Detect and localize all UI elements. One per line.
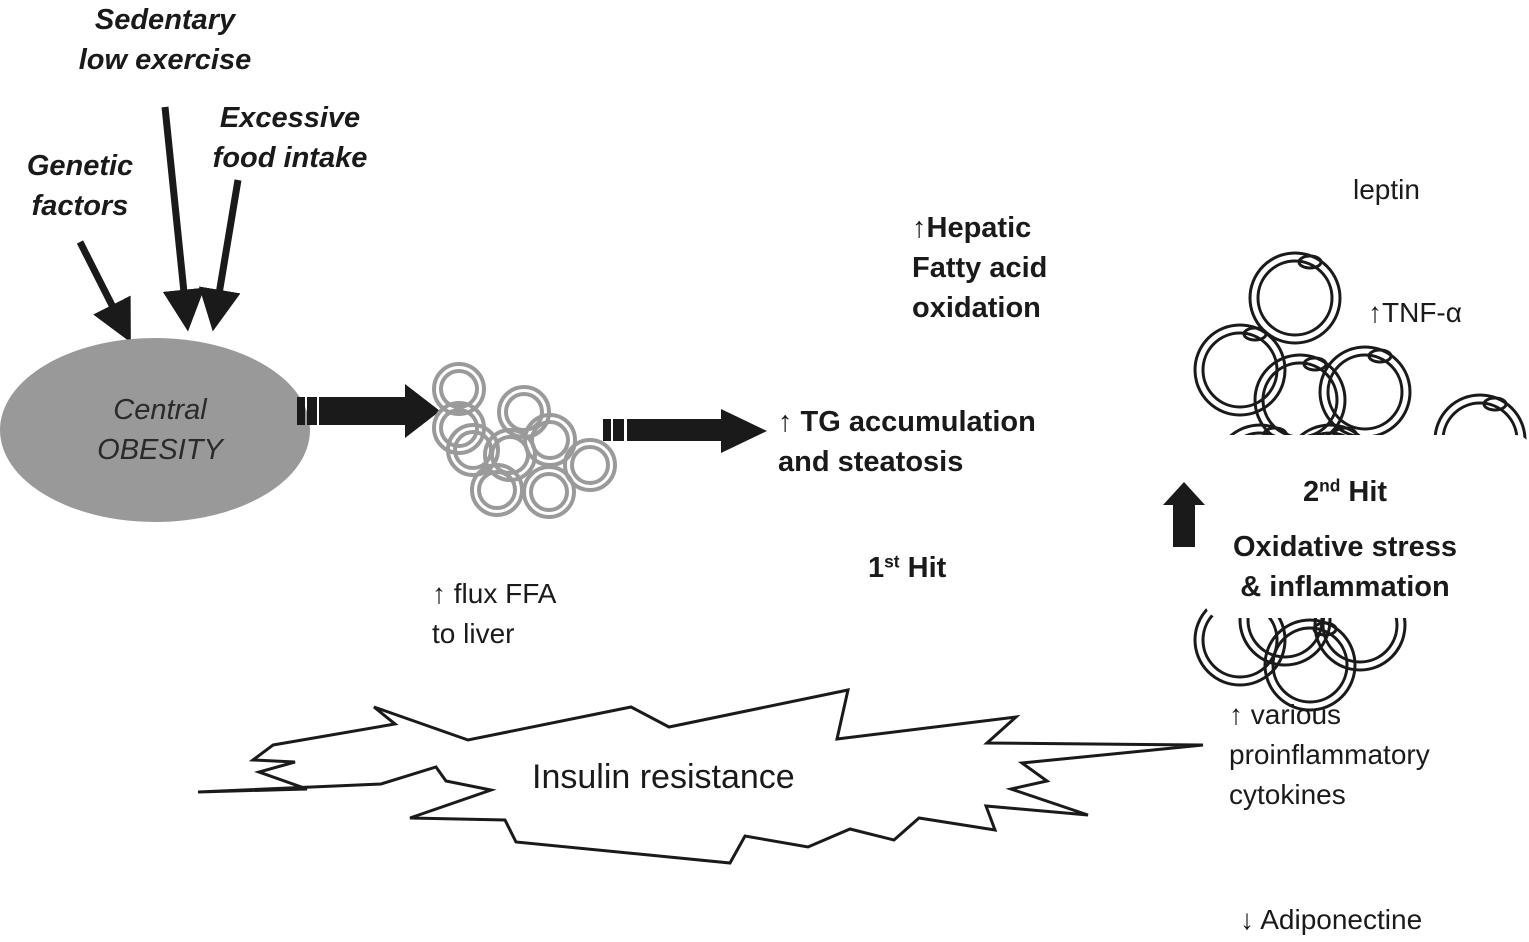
label-hepatic-oxidation: ↑Hepatic Fatty acid oxidation <box>912 212 1048 324</box>
lipid-droplet-cluster-icon <box>432 362 617 519</box>
adipocyte <box>1318 345 1412 439</box>
label-leptin: leptin <box>1353 174 1420 205</box>
label-ffa-flux: ↑ flux FFA to liver <box>432 578 557 649</box>
label-excessive-food: Excessive food intake <box>212 102 368 174</box>
obesity-ellipse <box>0 338 310 522</box>
label-tnf-alpha: ↑TNF-α <box>1368 297 1462 328</box>
insulin-resistance-burst <box>197 688 1204 865</box>
adipocyte <box>1193 323 1287 417</box>
label-proinflammatory-cytokines: ↑ various proinflammatory cytokines <box>1229 699 1430 810</box>
label-tg-accumulation: ↑ TG accumulation and steatosis <box>778 406 1036 478</box>
block-arrow-right-icon <box>297 384 440 438</box>
label-genetic-factors: Genetic factors <box>26 150 134 222</box>
label-insulin-resistance: Insulin resistance <box>532 758 795 796</box>
adipocyte <box>1253 353 1347 447</box>
adipocyte <box>1248 251 1342 345</box>
ffa-cell <box>522 465 576 519</box>
arrow-down-icon <box>76 240 131 343</box>
label-central-obesity: Central OBESITY <box>97 394 223 466</box>
second-hit-title: 2nd Hit <box>1302 475 1388 508</box>
ffa-cell <box>563 438 617 492</box>
label-sedentary: Sedentary low exercise <box>78 4 252 76</box>
block-arrow-up-icon <box>1163 482 1205 547</box>
label-oxidative-stress: Oxidative stress & inflammation <box>1232 531 1458 603</box>
ffa-cell <box>470 463 524 517</box>
label-second-hit: 2nd Hit <box>1205 472 1485 512</box>
label-first-hit: 1st Hit <box>868 551 947 584</box>
block-arrow-right-icon <box>603 409 767 453</box>
arrow-down-icon <box>161 106 205 332</box>
second-hit-panel <box>1205 435 1529 618</box>
ffa-cell <box>432 362 486 416</box>
label-adiponectine: ↓ Adiponectine <box>1240 904 1423 935</box>
arrow-down-icon <box>198 179 242 332</box>
adipocyte <box>1263 618 1357 712</box>
